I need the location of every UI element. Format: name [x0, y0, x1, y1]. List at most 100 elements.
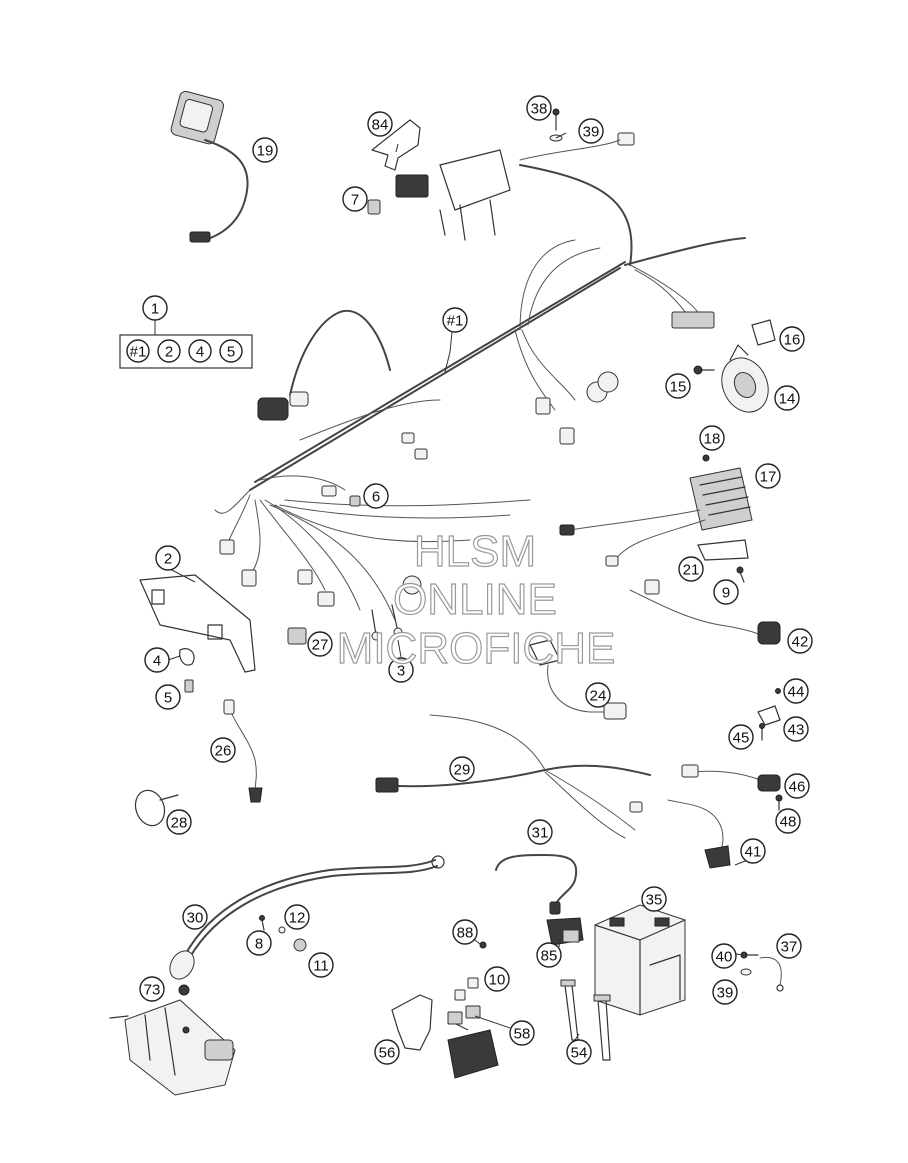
callout-18: 18: [699, 425, 725, 451]
callout-circle: [783, 678, 809, 704]
part-27-relay: [287, 627, 307, 645]
callout-circle: [740, 838, 766, 864]
callout-circle: [388, 657, 414, 683]
callout-circle: [776, 933, 802, 959]
callout-label: 31: [532, 825, 549, 842]
callout-circle: [774, 385, 800, 411]
starter-motor: [109, 999, 236, 1096]
callout-label: 19: [257, 143, 274, 160]
callout-88: 88: [452, 919, 478, 945]
callout-label: 84: [372, 117, 389, 134]
callout-circle: [536, 942, 562, 968]
callout-label: 18: [704, 431, 721, 448]
callout-38: 38: [526, 95, 552, 121]
callout-label: 12: [289, 910, 306, 927]
part-7-fuse: [367, 199, 381, 215]
callout-label: #1: [447, 313, 464, 330]
set-box-item-label: 5: [227, 344, 235, 361]
callout-label: 42: [792, 634, 809, 651]
callout-label: 35: [646, 892, 663, 909]
callout-circle: [783, 716, 809, 742]
part-5-screw: [184, 679, 194, 693]
part-10-fuse: [454, 977, 479, 1001]
callout-label: 46: [789, 779, 806, 796]
callout-39a: 39: [578, 118, 604, 144]
fuse-box: [395, 149, 511, 241]
part-24-sensor-cable: [529, 639, 627, 720]
callout-label: 26: [215, 743, 232, 760]
part-4-clamp: [179, 648, 195, 666]
callout-42: 42: [787, 628, 813, 654]
part-73-nut: [178, 984, 190, 996]
callout-9: 9: [713, 579, 739, 605]
callout-4: 4: [144, 647, 170, 673]
callout-circle: [678, 556, 704, 582]
part-39b-washer: [740, 968, 752, 976]
callout-label: 39: [583, 124, 600, 141]
callout-48: 48: [775, 808, 801, 834]
part-46-sensor: [681, 764, 781, 792]
callout-5: 5: [155, 684, 181, 710]
callout-label: 54: [571, 1045, 588, 1062]
callout-56: 56: [374, 1039, 400, 1065]
callout-circle: [787, 628, 813, 654]
callout-circle: [578, 118, 604, 144]
callout-label: 73: [144, 982, 161, 999]
callout-46: 46: [784, 773, 810, 799]
callout-circle: [784, 773, 810, 799]
callout-29: 29: [449, 756, 475, 782]
part-35-battery: [594, 904, 686, 1016]
callout-circle: [142, 295, 168, 321]
callout-43: 43: [783, 716, 809, 742]
callout-circle: [155, 684, 181, 710]
callout-circle: [711, 943, 737, 969]
callout-label: 27: [312, 637, 329, 654]
callout-label: 58: [514, 1026, 531, 1043]
callout-label: 21: [683, 562, 700, 579]
callout-10: 10: [484, 966, 510, 992]
callout-circle: [585, 682, 611, 708]
callout-label: 29: [454, 762, 471, 779]
callout-label: 9: [722, 585, 730, 602]
callout-label: 14: [779, 391, 796, 408]
part-85-fuse-holder: [546, 917, 584, 946]
part-3-sensor: [371, 604, 403, 641]
callout-label: 15: [670, 379, 687, 396]
callout-17: 17: [755, 463, 781, 489]
callout-circle: [712, 979, 738, 1005]
callout-24: 24: [585, 682, 611, 708]
callout-label: 56: [379, 1045, 396, 1062]
callout-12: 12: [284, 904, 310, 930]
callout-26: 26: [210, 737, 236, 763]
callout-14: 14: [774, 385, 800, 411]
callout-circle: [452, 919, 478, 945]
callout-45: 45: [728, 724, 754, 750]
callout-circle: [442, 307, 468, 333]
callout-label: 10: [489, 972, 506, 989]
part-15-screw: [693, 365, 715, 375]
part-37-cable: [759, 956, 784, 992]
callout-6: 6: [363, 483, 389, 509]
callout-16: 16: [779, 326, 805, 352]
callout-label: 11: [313, 958, 329, 975]
part-9-screw: [736, 566, 745, 583]
part-30-starter-cable: [169, 855, 445, 980]
callout-circle: [166, 809, 192, 835]
callout-circle: [342, 186, 368, 212]
callout-58: 58: [509, 1020, 535, 1046]
part-44-nut: [775, 688, 781, 694]
callout-label: 40: [716, 949, 733, 966]
callout-circle: [374, 1039, 400, 1065]
callout-circle: [182, 904, 208, 930]
connector-top: [519, 132, 635, 161]
callout-circle: [155, 545, 181, 571]
callout-circle: [755, 463, 781, 489]
callout-73: 73: [139, 976, 165, 1002]
callout-circle: [775, 808, 801, 834]
part-11-nut: [293, 938, 307, 952]
part-48-screw: [775, 794, 783, 811]
callout-54: 54: [566, 1039, 592, 1065]
callout-circle: [308, 952, 334, 978]
callout-label: 43: [788, 722, 805, 739]
part-40-screw: [740, 951, 759, 959]
